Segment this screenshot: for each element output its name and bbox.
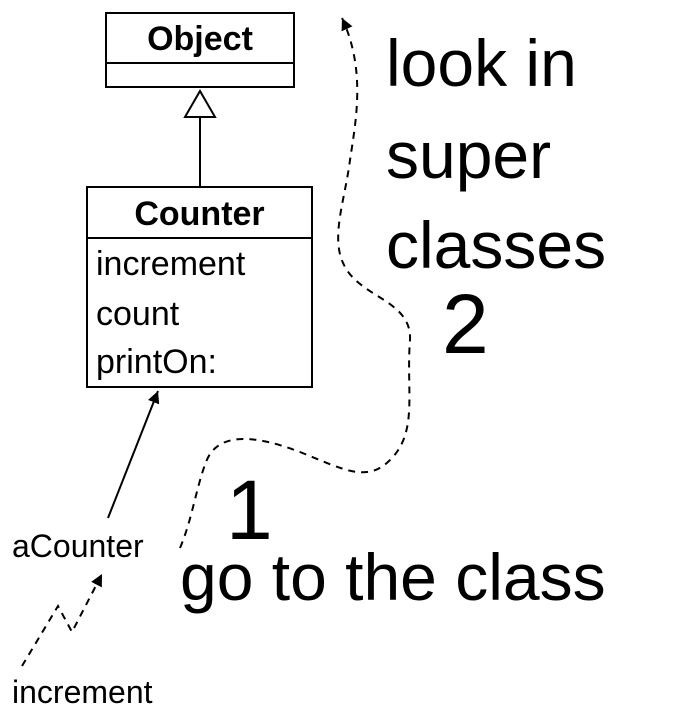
method-increment: increment <box>96 245 246 283</box>
object-class-box <box>105 12 295 88</box>
object-class-title: Object <box>147 20 253 58</box>
step-2-line-1: look in <box>386 26 577 100</box>
message-send-path <box>21 573 103 667</box>
step-2-line-2: super <box>386 118 552 192</box>
step-2-number: 2 <box>442 277 489 371</box>
method-lookup-path <box>179 17 412 549</box>
method-count: count <box>96 295 180 333</box>
method-printon: printOn: <box>96 343 217 381</box>
step-2-line-3: classes <box>386 208 607 282</box>
inheritance-arrow <box>183 88 217 186</box>
instance-label: aCounter <box>12 528 144 564</box>
step-1-number: 1 <box>226 463 273 557</box>
counter-class-title: Counter <box>134 195 265 233</box>
step-1-text: go to the class <box>180 540 606 614</box>
counter-class-box <box>86 186 313 388</box>
instance-of-arrow <box>107 390 160 519</box>
message-label: increment <box>12 674 153 710</box>
